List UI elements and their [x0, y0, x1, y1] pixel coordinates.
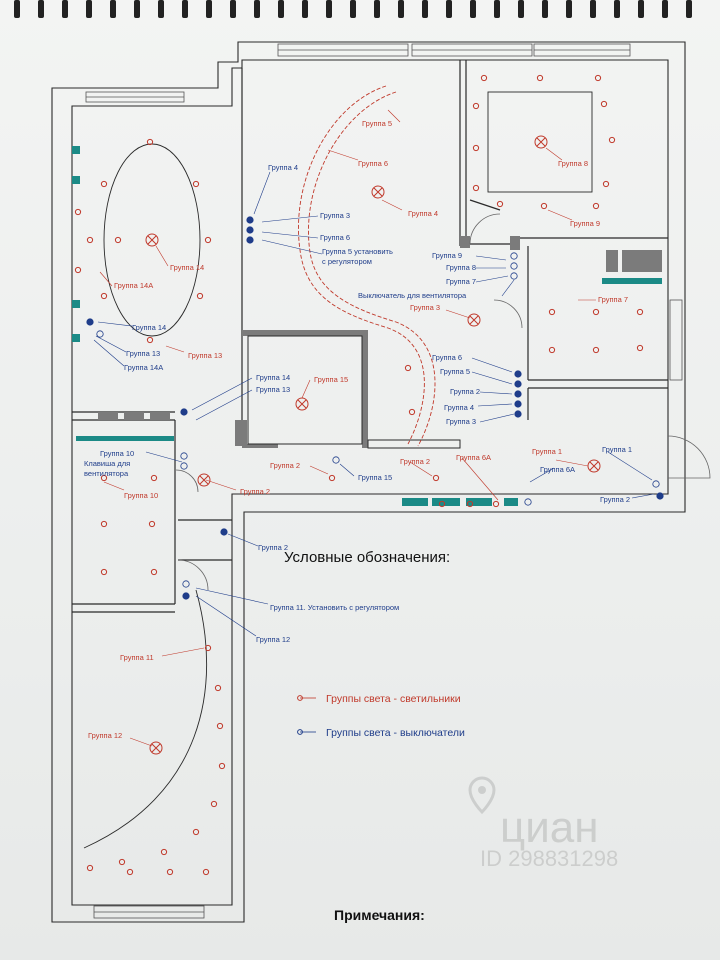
label-group-6a: Группа 6А — [456, 453, 491, 462]
sw-label-group-13-hall: Группа 13 — [256, 385, 290, 394]
sw-label-group-10: Группа 10 — [100, 449, 134, 458]
label-group-6: Группа 6 — [358, 159, 388, 168]
label-group-11: Группа 11 — [120, 653, 154, 662]
sw-label-fan-key-1: Клавиша для — [84, 459, 130, 468]
sw-label-group-14-hall: Группа 14 — [256, 373, 290, 382]
label-group-3: Группа 3 — [410, 303, 440, 312]
accent-strips — [72, 146, 662, 506]
label-group-5: Группа 5 — [362, 119, 392, 128]
location-pin-icon — [468, 776, 496, 815]
leader-lines — [93, 109, 655, 747]
notes-title: Примечания: — [334, 907, 425, 923]
watermark-id: ID 298831298 — [480, 846, 618, 871]
sw-label-group-4-hall: Группа 4 — [444, 403, 474, 412]
curved-partition — [298, 85, 436, 447]
sw-label-group-5-hall: Группа 5 — [440, 367, 470, 376]
doors — [175, 213, 711, 591]
label-group-2-entry: Группа 2 — [240, 487, 270, 496]
sw-label-group-1: Группа 1 — [602, 445, 632, 454]
label-group-4: Группа 4 — [408, 209, 438, 218]
sw-label-group-14a: Группа 14А — [124, 363, 163, 372]
sw-label-group-6: Группа 6 — [320, 233, 350, 242]
label-group-14a: Группа 14А — [114, 281, 153, 290]
sw-label-group-6-hall: Группа 6 — [432, 353, 462, 362]
sw-label-group-5: Группа 5 установить — [322, 247, 393, 256]
label-group-1: Группа 1 — [532, 447, 562, 456]
closet-outline — [247, 335, 363, 445]
sw-label-group-12: Группа 12 — [256, 635, 290, 644]
sw-label-group-7: Группа 7 — [446, 277, 476, 286]
sw-label-group-5-note: с регулятором — [322, 257, 372, 266]
sw-label-group-11: Группа 11. Установить с регулятором — [270, 603, 399, 612]
label-group-9: Группа 9 — [570, 219, 600, 228]
sw-label-group-13-bed: Группа 13 — [126, 349, 160, 358]
label-group-2-corridor: Группа 2 — [400, 457, 430, 466]
legend-switches-text: Группы света - выключатели — [326, 727, 465, 739]
sw-label-group-15: Группа 15 — [358, 473, 392, 482]
sw-label-group-2-hall: Группа 2 — [450, 387, 480, 396]
ceiling-outline-room8 — [487, 91, 593, 193]
spiral-binding — [0, 0, 720, 22]
light-fixtures — [74, 74, 644, 876]
label-group-10: Группа 10 — [124, 491, 158, 500]
sw-label-group-2-lobby: Группа 2 — [258, 543, 288, 552]
sw-label-group-4: Группа 4 — [268, 163, 298, 172]
interior-walls — [72, 60, 668, 613]
sw-label-group-2-entry: Группа 2 — [600, 495, 630, 504]
label-group-15: Группа 15 — [314, 375, 348, 384]
wall-blocks — [98, 236, 662, 448]
switches — [86, 216, 664, 600]
windows — [85, 43, 683, 919]
legend-title: Условные обозначения: — [284, 549, 450, 566]
partition — [367, 439, 461, 449]
sw-label-group-3: Группа 3 — [320, 211, 350, 220]
label-group-8: Группа 8 — [558, 159, 588, 168]
chandeliers — [145, 135, 601, 755]
label-group-12: Группа 12 — [88, 731, 122, 740]
label-group-14: Группа 14 — [170, 263, 204, 272]
sw-label-group-9: Группа 9 — [432, 251, 462, 260]
sw-label-group-3-hall: Группа 3 — [446, 417, 476, 426]
exterior-walls — [51, 41, 686, 923]
sw-label-group-6a: Группа 6А — [540, 465, 575, 474]
legend-light-symbol — [297, 695, 316, 701]
watermark: циан ID 298831298 — [468, 776, 618, 871]
legend-switch-symbol — [297, 729, 316, 735]
sw-label-fan-key-2: вентилятора — [84, 469, 129, 478]
watermark-brand: циан — [500, 803, 599, 852]
sw-label-fan: Выключатель для вентилятора — [358, 291, 467, 300]
sw-label-group-14-bed: Группа 14 — [132, 323, 166, 332]
ceiling-curve-living — [83, 589, 208, 849]
legend-lights-text: Группы света - светильники — [326, 693, 461, 705]
sw-label-group-8: Группа 8 — [446, 263, 476, 272]
label-group-13: Группа 13 — [188, 351, 222, 360]
label-group-2-hall: Группа 2 — [270, 461, 300, 470]
switches-open — [96, 252, 660, 588]
label-group-7: Группа 7 — [598, 295, 628, 304]
